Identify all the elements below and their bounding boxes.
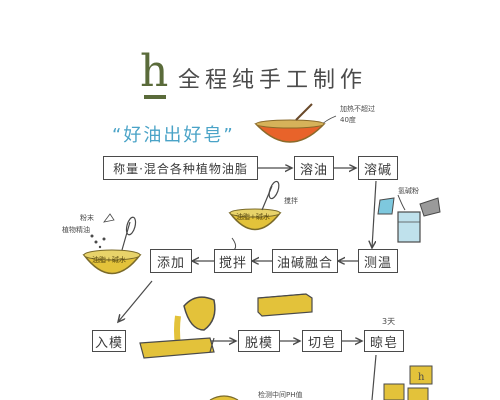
step-cure: 晾皂: [364, 330, 404, 352]
powder-note: 粉末: [80, 214, 94, 222]
slogan: “好油出好皂”: [112, 125, 235, 146]
lye-powder-note: 氢碱粉: [398, 187, 419, 195]
mold-pour-illustration: [139, 296, 216, 359]
soap-bar-illustration: [257, 293, 313, 317]
step-weigh-mix: 称量·混合各种植物油脂: [103, 156, 258, 180]
svg-text:h: h: [418, 372, 425, 383]
cured-soap-cubes: h: [383, 365, 433, 400]
essential-oil-note: 植物精油: [62, 226, 90, 234]
oil-bowl-illustration: [254, 103, 326, 143]
heat-note: 加热不超过: [340, 105, 375, 113]
lye-tools-illustration: [377, 197, 441, 243]
step-combine: 油碱融合: [272, 249, 338, 273]
step-measure-temp: 测温: [358, 249, 398, 273]
step-mold: 入模: [92, 330, 126, 352]
add-bowl-illustration: [82, 213, 142, 275]
bottom-bowl-illustration: [209, 395, 239, 400]
step-stir: 搅拌: [214, 249, 252, 273]
arrow-lye-to-temp: [372, 180, 377, 248]
three-days-note: 3天: [382, 317, 396, 326]
page-title: 全程纯手工制作: [178, 68, 368, 93]
step-demold: 脱模: [238, 330, 280, 352]
mix-bowl-illustration: [228, 180, 282, 231]
arrow-cure-down: [371, 354, 377, 400]
brand-logo: h: [140, 46, 169, 97]
logo-underline: [144, 95, 166, 99]
step-add: 添加: [150, 249, 192, 273]
whisk-note: 搅拌: [284, 197, 298, 205]
step-dissolve-oil: 溶油: [294, 156, 334, 180]
ph-test-note: 检测中间PH值: [258, 391, 303, 399]
mix-bowl-label: 油脂+碱水: [236, 213, 270, 221]
step-cut: 切皂: [302, 330, 342, 352]
step-dissolve-lye: 溶碱: [358, 156, 398, 180]
arrow-add-to-mold: [118, 280, 153, 322]
add-bowl-label: 油脂+碱水: [92, 256, 126, 264]
heat-temp-note: 40度: [340, 116, 356, 124]
arrow-powder-to-cup: [397, 194, 406, 211]
